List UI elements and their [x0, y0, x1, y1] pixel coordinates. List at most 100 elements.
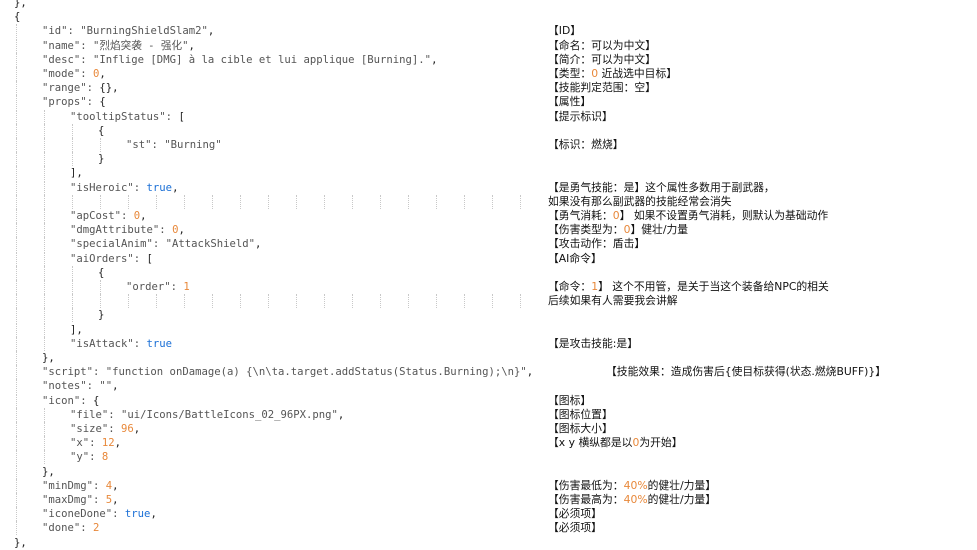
annotation-comment: 【图标大小】: [548, 422, 613, 435]
code-token: 1: [183, 281, 190, 293]
annotation-comment: 【必须项】: [548, 521, 602, 535]
code-token: [: [178, 110, 185, 123]
code-line[interactable]: "isHeroic": true,【是勇气技能：是】这个属性多数用于副武器，: [0, 180, 977, 195]
indent-guide: [16, 24, 17, 39]
annotation-comment: 【是攻击技能:是】: [548, 336, 639, 350]
code-line[interactable]: "name": "烈焰突袭 - 强化",【命名：可以为中文】: [0, 38, 977, 53]
code-line[interactable]: ],: [0, 322, 977, 337]
code-token: true: [146, 181, 173, 194]
code-line[interactable]: "tooltipStatus": [【提示标识】: [0, 109, 977, 124]
code-text: "order": 1: [126, 280, 190, 294]
code-token: ,: [254, 238, 262, 251]
code-text: }: [98, 152, 104, 166]
code-line[interactable]: "minDmg": 4,【伤害最低为：40%的健壮/力量】: [0, 478, 977, 493]
code-line[interactable]: {: [0, 10, 977, 24]
code-line[interactable]: },: [0, 464, 977, 479]
annotation-comment: 【伤害最低为：40%的健壮/力量】: [548, 478, 716, 492]
indent-guide: [16, 422, 17, 436]
code-token: {: [99, 96, 106, 109]
code-line[interactable]: "dmgAttribute": 0,【伤害类型为：0】健壮/力量: [0, 223, 977, 238]
indent-guide: [464, 194, 465, 209]
code-line[interactable]: "notes": "",: [0, 379, 977, 394]
code-line[interactable]: "range": {},【技能判定范围：空】: [0, 81, 977, 96]
indent-guide: [436, 294, 437, 309]
code-line[interactable]: },: [0, 351, 977, 365]
code-line[interactable]: "size": 96,【图标大小】: [0, 422, 977, 436]
code-line[interactable]: "st": "Burning"【标识：燃烧】: [0, 138, 977, 152]
indent-guide: [44, 152, 45, 167]
indent-guide: [44, 138, 45, 152]
code-token: ,: [526, 366, 534, 379]
indent-guide: [16, 478, 17, 493]
indent-guide: [156, 294, 157, 309]
code-line[interactable]: "order": 1【命令：1】 这个不用管，是关于当这个装备给NPC的相关: [0, 280, 977, 294]
code-token: 12: [101, 437, 115, 450]
code-token: {: [93, 394, 100, 407]
indent-guide: [44, 123, 45, 138]
code-line[interactable]: "y": 8: [0, 450, 977, 465]
code-line[interactable]: }: [0, 152, 977, 167]
code-line[interactable]: "id": "BurningShieldSlam2",【ID】: [0, 24, 977, 39]
code-line[interactable]: ],: [0, 166, 977, 181]
code-token: {: [14, 11, 21, 24]
code-text: "mode": 0,: [42, 67, 106, 81]
code-token: ,: [112, 82, 119, 95]
code-line[interactable]: "script": "function onDamage(a) {\n\ta.t…: [0, 365, 977, 380]
indent-guide: [72, 138, 73, 152]
code-text: "range": {},: [42, 81, 119, 95]
code-token: {}: [99, 82, 113, 95]
code-line[interactable]: "icon": {【图标】: [0, 393, 977, 408]
code-line[interactable]: 后续如果有人需要我会讲解: [0, 294, 977, 309]
indent-guide: [44, 336, 45, 351]
code-line[interactable]: "file": "ui/Icons/BattleIcons_02_96PX.pn…: [0, 407, 977, 422]
indent-guide: [72, 194, 73, 209]
code-line[interactable]: "done": 2 【必须项】: [0, 521, 977, 536]
indent-guide: [492, 294, 493, 309]
code-line[interactable]: "iconeDone": true,【必须项】: [0, 507, 977, 522]
indent-guide: [16, 308, 17, 323]
code-token: "apCost":: [70, 210, 134, 222]
indent-guide: [16, 138, 17, 152]
code-text: "tooltipStatus": [: [70, 110, 185, 124]
indent-guide: [408, 294, 409, 309]
indent-guide: [16, 166, 17, 181]
code-line[interactable]: "apCost": 0,【勇气消耗：0】 如果不设置勇气消耗，则默认为基础动作: [0, 209, 977, 223]
code-token: "aiOrders":: [70, 252, 147, 265]
code-token: "x":: [70, 437, 102, 450]
code-token: {: [98, 124, 105, 137]
code-text: ],: [70, 323, 83, 337]
code-line[interactable]: "props": {【属性】: [0, 95, 977, 110]
code-line[interactable]: "specialAnim": "AttackShield",【攻击动作：盾击】: [0, 237, 977, 252]
code-token: 0: [172, 224, 179, 237]
code-line[interactable]: "mode": 0,【类型：0 近战选中目标】: [0, 67, 977, 81]
code-token: 2: [93, 522, 100, 535]
code-token: ,: [337, 408, 345, 421]
indent-guide: [44, 294, 45, 309]
indent-guide: [408, 194, 409, 209]
indent-guide: [352, 294, 353, 309]
code-line[interactable]: "maxDmg": 5,【伤害最高为：40%的健壮/力量】: [0, 493, 977, 507]
code-token: "name":: [42, 39, 94, 52]
code-line[interactable]: }: [0, 308, 977, 323]
code-line[interactable]: {: [0, 123, 977, 138]
indent-guide: [16, 251, 17, 266]
annotation-comment: 【ID】: [548, 24, 582, 38]
code-line[interactable]: "isAttack": true【是攻击技能:是】: [0, 336, 977, 351]
indent-guide: [268, 294, 269, 309]
code-line[interactable]: "aiOrders": [【AI命令】: [0, 251, 977, 266]
code-token: "ui/Icons/BattleIcons_02_96PX.png": [121, 408, 338, 421]
code-line[interactable]: 如果没有那么副武器的技能经常会消失: [0, 194, 977, 209]
code-token: "function onDamage(a) {\n\ta.target.addS…: [105, 366, 527, 379]
code-line[interactable]: {: [0, 265, 977, 280]
code-line[interactable]: "desc": "Inflige [DMG] à la cible et lui…: [0, 52, 977, 67]
code-token: "st":: [126, 139, 165, 151]
indent-guide: [16, 365, 17, 380]
code-line[interactable]: },: [0, 0, 977, 10]
code-token: "done":: [42, 522, 94, 535]
indent-guide: [44, 265, 45, 280]
code-line[interactable]: "x": 12,【x y 横纵都是以0为开始】: [0, 436, 977, 451]
code-text: },: [42, 351, 55, 365]
code-text: "x": 12,: [70, 436, 121, 450]
indent-guide: [16, 493, 17, 507]
